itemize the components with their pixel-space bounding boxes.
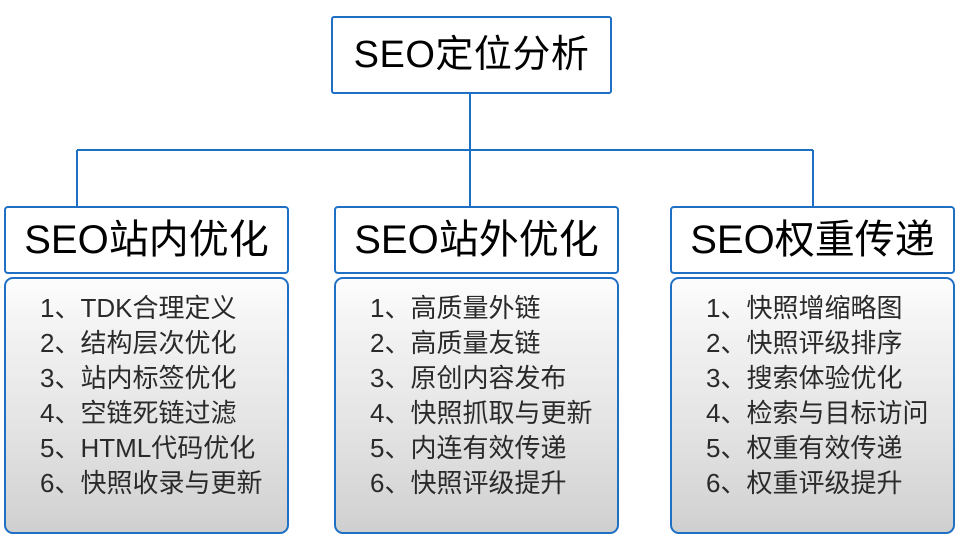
list-item: 2、结构层次优化 (40, 328, 237, 358)
list-item: 5、HTML代码优化 (40, 433, 256, 463)
list-item: 3、原创内容发布 (370, 363, 567, 393)
root-node: SEO定位分析 (331, 16, 612, 94)
list-item: 4、快照抓取与更新 (370, 398, 593, 428)
branch-column-2: SEO站外优化 1、高质量外链 2、高质量友链 3、原创内容发布 4、快照抓取与… (334, 206, 619, 534)
list-item: 6、快照收录与更新 (40, 468, 263, 498)
branch-body-1: 1、TDK合理定义 2、结构层次优化 3、站内标签优化 4、空链死链过滤 5、H… (4, 277, 289, 534)
branch-header-1: SEO站内优化 (4, 206, 289, 274)
list-item: 4、检索与目标访问 (706, 398, 929, 428)
branch-header-label-1: SEO站内优化 (24, 218, 269, 262)
branch-item-list-1: 1、TDK合理定义 2、结构层次优化 3、站内标签优化 4、空链死链过滤 5、H… (6, 291, 287, 501)
list-item: 1、快照增缩略图 (706, 293, 903, 323)
list-item: 4、空链死链过滤 (40, 398, 237, 428)
list-item: 3、搜索体验优化 (706, 363, 903, 393)
list-item: 2、快照评级排序 (706, 328, 903, 358)
branch-item-list-2: 1、高质量外链 2、高质量友链 3、原创内容发布 4、快照抓取与更新 5、内连有… (336, 291, 617, 501)
list-item: 5、内连有效传递 (370, 433, 567, 463)
root-node-label: SEO定位分析 (353, 34, 590, 76)
list-item: 5、权重有效传递 (706, 433, 903, 463)
branch-body-3: 1、快照增缩略图 2、快照评级排序 3、搜索体验优化 4、检索与目标访问 5、权… (670, 277, 955, 534)
list-item: 6、快照评级提升 (370, 468, 567, 498)
branch-header-2: SEO站外优化 (334, 206, 619, 274)
list-item: 3、站内标签优化 (40, 363, 237, 393)
list-item: 1、高质量外链 (370, 293, 541, 323)
list-item: 2、高质量友链 (370, 328, 541, 358)
branch-header-label-2: SEO站外优化 (354, 218, 599, 262)
branch-column-1: SEO站内优化 1、TDK合理定义 2、结构层次优化 3、站内标签优化 4、空链… (4, 206, 289, 534)
branch-header-3: SEO权重传递 (670, 206, 955, 274)
branch-body-2: 1、高质量外链 2、高质量友链 3、原创内容发布 4、快照抓取与更新 5、内连有… (334, 277, 619, 534)
branch-item-list-3: 1、快照增缩略图 2、快照评级排序 3、搜索体验优化 4、检索与目标访问 5、权… (672, 291, 953, 501)
branch-header-label-3: SEO权重传递 (690, 218, 935, 262)
list-item: 1、TDK合理定义 (40, 293, 237, 323)
list-item: 6、权重评级提升 (706, 468, 903, 498)
branch-column-3: SEO权重传递 1、快照增缩略图 2、快照评级排序 3、搜索体验优化 4、检索与… (670, 206, 955, 534)
